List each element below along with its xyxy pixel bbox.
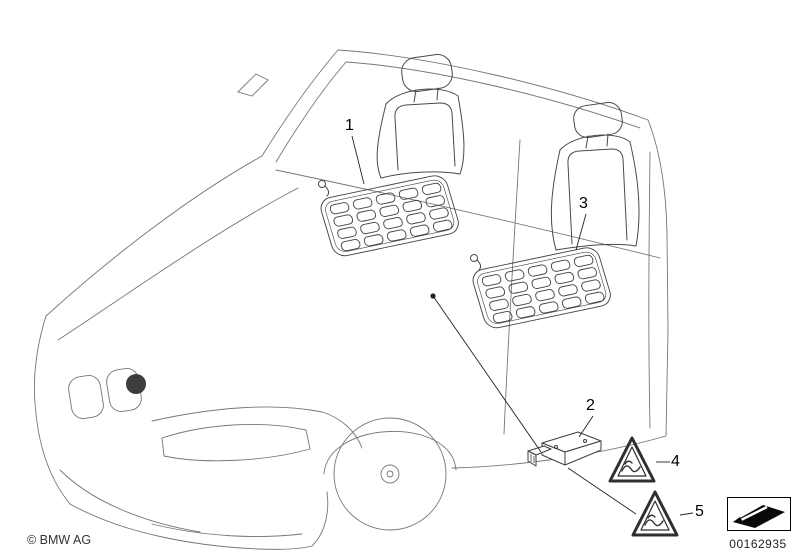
warning-glyph: [644, 514, 664, 527]
side-mirror: [237, 73, 269, 97]
backrest-seat-1: [376, 88, 465, 179]
seat-occupancy-mats: [317, 173, 614, 331]
front-wheel: [333, 417, 447, 531]
headrest-seat-3: [573, 101, 623, 139]
backrest-seat-3: [550, 134, 640, 251]
headrest-seat-1: [401, 53, 453, 93]
callout-5[interactable]: 5: [695, 503, 704, 520]
part-number: 00162935: [729, 537, 787, 551]
warning-triangle-icon-4: [608, 436, 656, 483]
kidney-grille-left: [68, 375, 104, 419]
control-module-drawing: [527, 431, 602, 467]
car-body-line-art: [34, 49, 669, 550]
warning-triangle-icon-5: [631, 490, 679, 537]
cable-curl-seat-3: [470, 254, 478, 262]
callout-leader-lines: [351, 135, 694, 516]
page-corner-stamp-icon: [733, 505, 785, 528]
cable-curl-seat-1: [318, 180, 326, 188]
wheel-arch: [323, 431, 457, 475]
callout-2[interactable]: 2: [586, 397, 595, 414]
copyright-text: © BMW AG: [27, 533, 92, 547]
sensor-mat-part-1: [317, 173, 462, 259]
sensor-mat-part-3: [469, 245, 614, 331]
callout-1[interactable]: 1: [345, 117, 354, 134]
callout-4[interactable]: 4: [671, 453, 680, 470]
bmw-roundel: [126, 374, 146, 394]
page-corner-stamp: [727, 497, 791, 531]
callout-3[interactable]: 3: [579, 195, 588, 212]
seat-wireframes: [318, 53, 640, 271]
headlight: [161, 423, 311, 462]
warning-glyph: [621, 460, 641, 473]
